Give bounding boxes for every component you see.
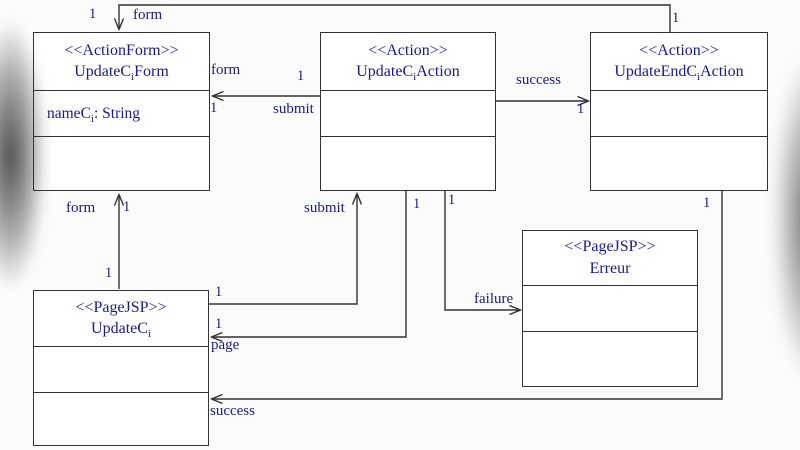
class-attributes-compartment <box>321 90 495 136</box>
edge-page <box>212 191 407 337</box>
stereotype-label: <<ActionForm>> <box>64 41 179 59</box>
class-box-update-ci-form: <<ActionForm>> UpdateCiForm nameCi: Stri… <box>33 32 210 191</box>
class-title-compartment: <<PageJSP>> UpdateCi <box>34 291 208 346</box>
edge-failure <box>444 191 520 310</box>
class-attributes-compartment <box>591 90 767 136</box>
class-name: Erreur <box>589 259 631 277</box>
stereotype-label: <<Action>> <box>639 41 719 59</box>
multiplicity-page-action-end: 1 <box>413 196 421 212</box>
multiplicity-page-page-end: 1 <box>215 316 223 332</box>
multiplicity-top-form-right: 1 <box>672 10 680 26</box>
class-operations-compartment <box>523 331 697 386</box>
stereotype-label: <<PageJSP>> <box>564 238 656 256</box>
multiplicity-success-bottom: 1 <box>703 195 711 211</box>
class-operations-compartment <box>591 136 767 190</box>
class-attributes-compartment <box>523 285 697 331</box>
role-label-submit-up: submit <box>304 200 345 216</box>
multiplicity-form-up-bottom: 1 <box>105 265 113 281</box>
stereotype-label: <<Action>> <box>368 41 448 59</box>
class-operations-compartment <box>34 392 208 445</box>
class-operations-compartment <box>34 136 209 190</box>
role-label-form-top: form <box>133 7 163 23</box>
class-box-erreur: <<PageJSP>> Erreur <box>522 230 698 387</box>
class-title-compartment: <<PageJSP>> Erreur <box>523 231 697 285</box>
class-box-update-ci: <<PageJSP>> UpdateCi <box>33 290 209 446</box>
multiplicity-failure-action-end: 1 <box>448 192 456 208</box>
attribute-name-ci: nameCi: String <box>47 104 141 125</box>
class-title-compartment: <<ActionForm>> UpdateCiForm <box>34 33 209 90</box>
class-title-compartment: <<Action>> UpdateCiAction <box>321 33 495 90</box>
class-name: UpdateEndCiAction <box>614 63 744 84</box>
role-label-failure: failure <box>474 291 514 307</box>
class-name: UpdateCiAction <box>356 63 460 84</box>
multiplicity-success: 1 <box>577 101 585 117</box>
class-name: UpdateCiForm <box>74 63 169 84</box>
multiplicity-top-form-left: 1 <box>89 6 97 22</box>
role-label-form: form <box>211 62 241 78</box>
role-label-success: success <box>516 72 561 88</box>
role-label-form-up: form <box>66 200 96 216</box>
multiplicity-form-form-end: 1 <box>210 100 218 116</box>
multiplicity-form-up-top: 1 <box>123 199 131 215</box>
class-title-compartment: <<Action>> UpdateEndCiAction <box>591 33 767 90</box>
class-box-update-end-ci-action: <<Action>> UpdateEndCiAction <box>590 32 768 191</box>
class-attributes-compartment: nameCi: String <box>34 90 209 136</box>
class-attributes-compartment <box>34 346 208 392</box>
edge-submit-up <box>209 194 357 305</box>
role-label-success-bottom: success <box>210 403 255 419</box>
class-operations-compartment <box>321 136 495 190</box>
role-label-page: page <box>211 337 240 353</box>
class-box-update-ci-action: <<Action>> UpdateCiAction <box>320 32 496 191</box>
multiplicity-submit-up: 1 <box>215 284 223 300</box>
class-name: UpdateCi <box>91 320 151 341</box>
role-label-submit: submit <box>273 101 314 117</box>
edge-success-bottom <box>212 191 723 399</box>
multiplicity-form-action-end: 1 <box>297 68 305 84</box>
edge-form-top <box>119 4 671 32</box>
stereotype-label: <<PageJSP>> <box>75 298 167 316</box>
